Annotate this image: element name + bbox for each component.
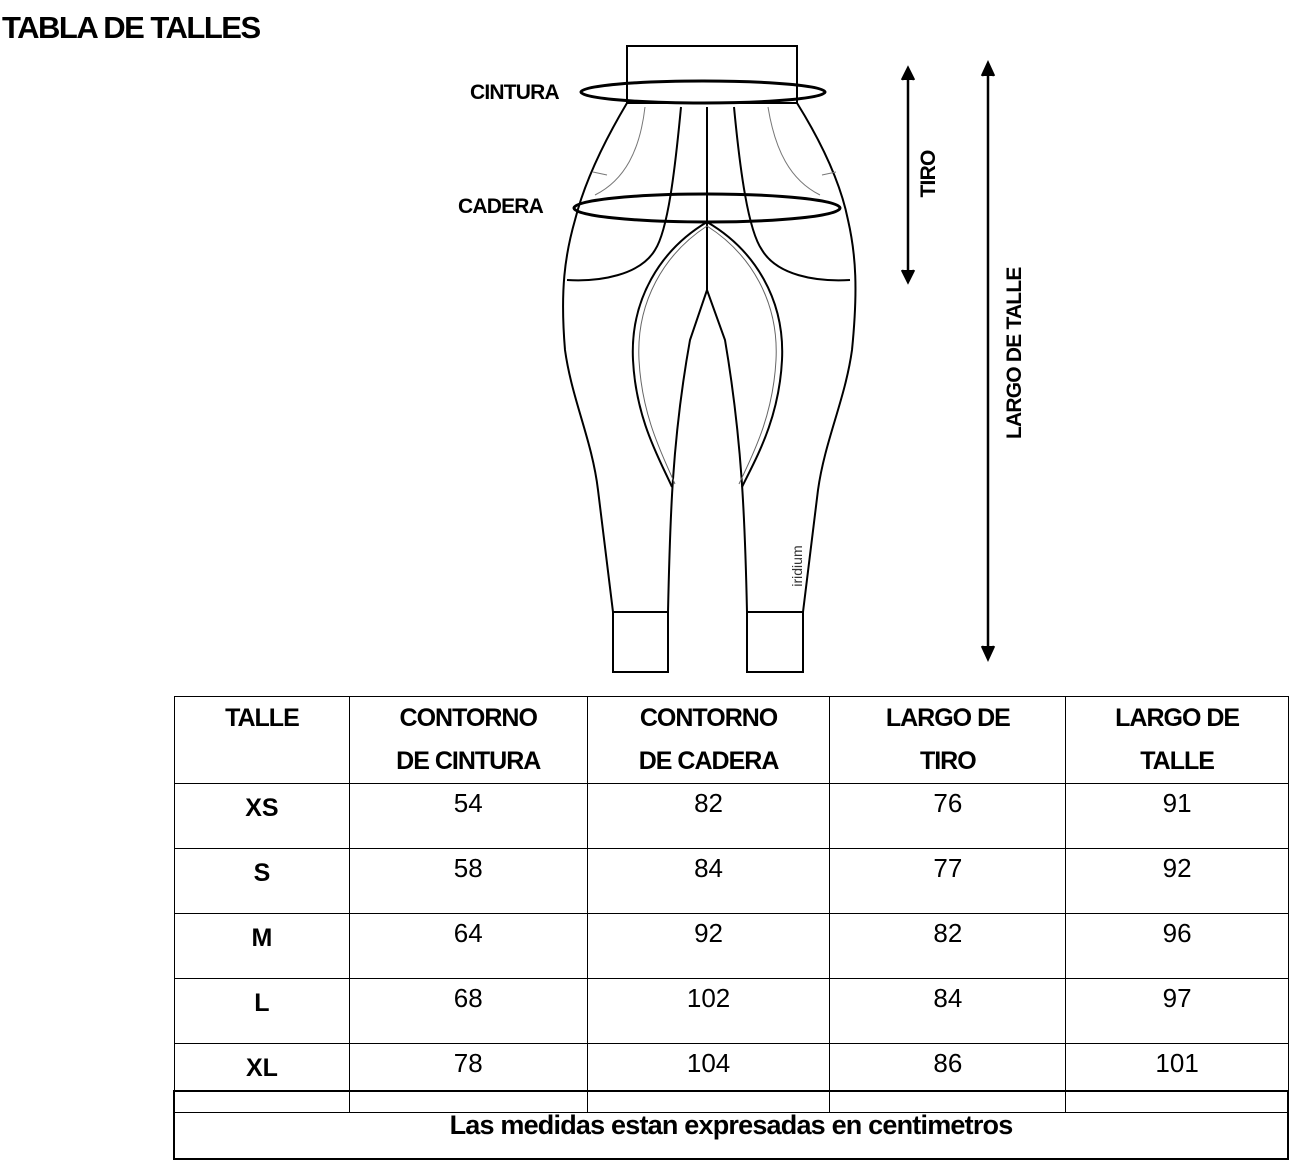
header-size: TALLE (174, 696, 350, 784)
cell: 101 (1065, 1043, 1289, 1113)
cell: 97 (1065, 978, 1289, 1044)
cell: 82 (829, 913, 1067, 979)
length-arrow (980, 60, 996, 662)
cell: 92 (586, 913, 831, 979)
cell: 77 (829, 848, 1067, 914)
rise-label: TIRO (917, 150, 940, 198)
cell: 64 (348, 913, 588, 979)
page-title: TABLA DE TALLES (2, 10, 261, 45)
cell: 58 (348, 848, 588, 914)
cell: 84 (586, 848, 831, 914)
gusset-stitch (638, 225, 777, 485)
left-cuff (612, 611, 669, 673)
cell: 104 (586, 1043, 831, 1113)
cell: 76 (829, 783, 1067, 849)
rise-arrow (900, 65, 916, 285)
size-cell: L (174, 978, 350, 1044)
cell: 78 (348, 1043, 588, 1113)
cell: 82 (586, 783, 831, 849)
cell: 84 (829, 978, 1067, 1044)
size-cell: XS (174, 783, 350, 849)
cell: 68 (348, 978, 588, 1044)
cell: 54 (348, 783, 588, 849)
size-cell: S (174, 848, 350, 914)
right-cuff (746, 611, 804, 673)
pants-diagram (562, 45, 996, 673)
left-pocket (566, 106, 682, 282)
cell: 102 (586, 978, 831, 1044)
inner-leg (667, 286, 748, 613)
cell: 91 (1065, 783, 1289, 849)
pants-outline-right (796, 102, 857, 613)
cell: 96 (1065, 913, 1289, 979)
cell: 92 (1065, 848, 1289, 914)
waistband (626, 45, 798, 104)
pants-outline-left (562, 102, 628, 613)
size-cell: M (174, 913, 350, 979)
hip-label: CADERA (458, 195, 544, 218)
length-label: LARGO DE TALLE (1003, 267, 1026, 439)
gusset (631, 221, 784, 488)
brand-mark: iridium (789, 545, 805, 587)
waist-label: CINTURA (470, 81, 560, 104)
pocket-detail (592, 106, 837, 196)
right-pocket (733, 106, 851, 282)
hip-measure-ring (572, 192, 842, 224)
waist-measure-ring (579, 79, 827, 105)
cell: 86 (829, 1043, 1067, 1113)
units-note: Las medidas estan expresadas en centimet… (173, 1090, 1289, 1160)
